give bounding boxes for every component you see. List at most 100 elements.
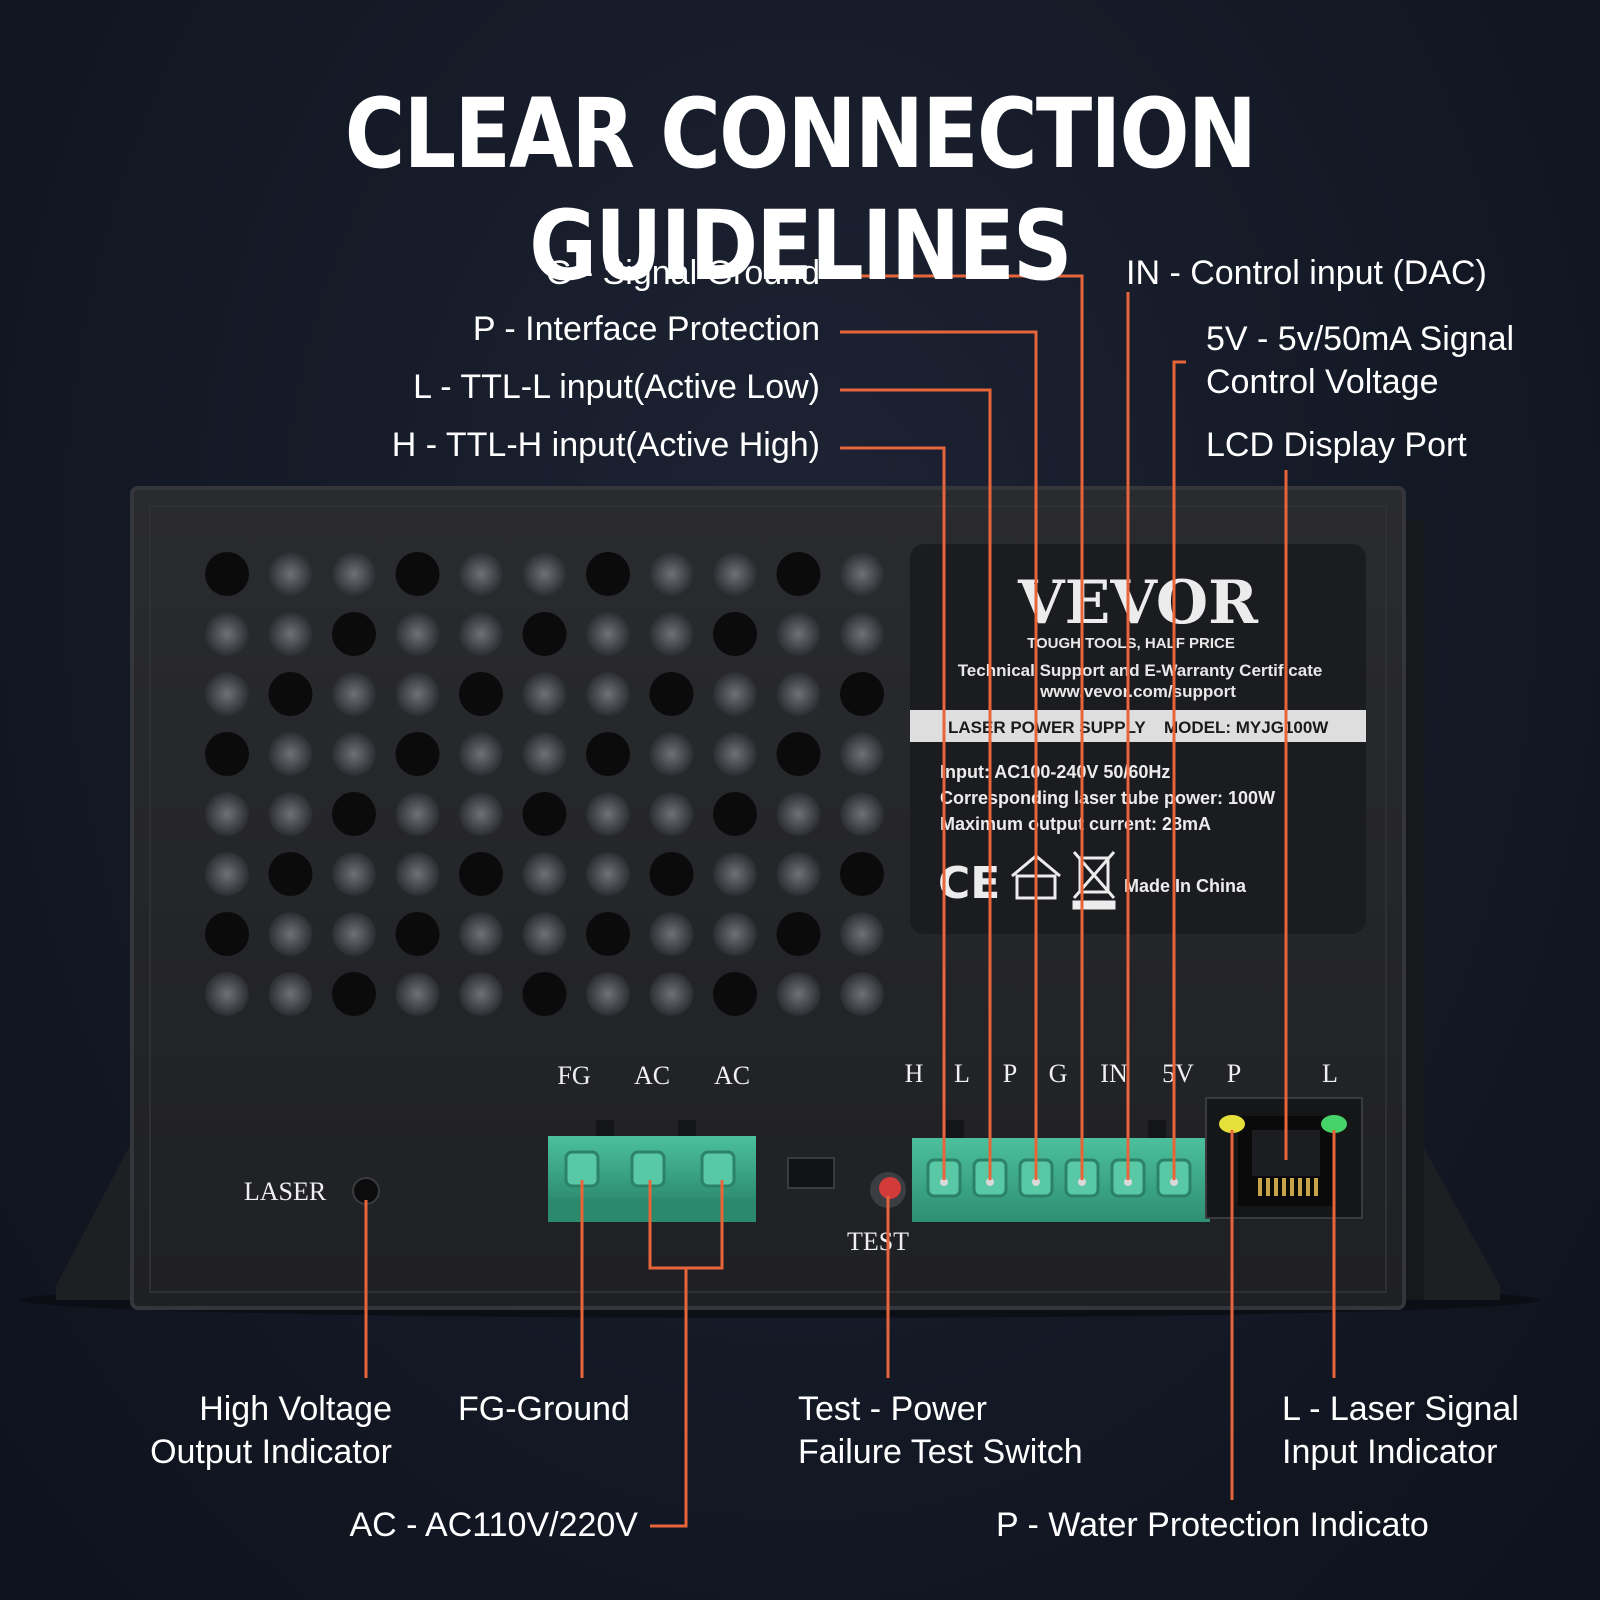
vent-hole <box>649 792 694 836</box>
label-support-url: www.vevor.com/support <box>1039 682 1236 701</box>
vent-hole <box>586 552 630 596</box>
label-tagline: TOUGH TOOLS, HALF PRICE <box>1027 635 1235 652</box>
vent-hole <box>840 972 884 1016</box>
control-terminal-label: H <box>905 1059 924 1088</box>
vent-hole <box>649 732 694 776</box>
test-button[interactable] <box>870 1172 906 1208</box>
vent-hole <box>840 792 884 836</box>
vent-hole <box>649 972 694 1016</box>
vent-hole <box>840 552 884 596</box>
vent-hole <box>522 552 567 596</box>
vent-hole <box>522 732 567 776</box>
leader-ac-out <box>650 1268 688 1528</box>
vent-hole <box>776 912 821 956</box>
vent-hole <box>840 912 884 956</box>
vent-hole <box>586 852 630 896</box>
callout-high-voltage-line2: Output Indicator <box>150 1433 392 1471</box>
vent-hole <box>649 612 694 656</box>
vent-hole <box>586 792 630 836</box>
rj45-pin <box>1306 1178 1310 1196</box>
vent-hole <box>713 552 757 596</box>
rj45-pins <box>1258 1178 1318 1196</box>
test-button-label: TEST <box>847 1227 909 1256</box>
rj45-pin <box>1298 1178 1302 1196</box>
vent-hole <box>459 972 503 1016</box>
label-model: MODEL: MYJG100W <box>1164 718 1329 737</box>
power-terminal-label: FG <box>557 1061 590 1090</box>
callout-5v-line1: 5V - 5v/50mA Signal <box>1206 320 1515 358</box>
mounting-foot-right <box>1402 1108 1500 1300</box>
vent-hole <box>522 792 567 836</box>
vent-hole <box>649 852 694 896</box>
vent-hole <box>205 612 249 656</box>
callout-high-voltage-line1: High Voltage <box>199 1390 392 1428</box>
label-max-current: Maximum output current: 28mA <box>940 814 1211 834</box>
vent-hole <box>459 792 503 836</box>
vent-hole <box>776 552 821 596</box>
power-terminal-label: AC <box>714 1061 750 1090</box>
callout-5v-signal: 5V - 5v/50mA Signal Control Voltage <box>1206 318 1514 404</box>
control-terminal-label: P <box>1003 1059 1017 1088</box>
vent-hole <box>332 972 376 1016</box>
vent-hole <box>840 672 884 716</box>
laser-indicator-label: LASER <box>244 1177 327 1206</box>
vent-hole <box>268 552 313 596</box>
product-label: VEVOR TOUGH TOOLS, HALF PRICE Technical … <box>910 544 1366 934</box>
vent-hole <box>459 732 503 776</box>
rj45-pin <box>1274 1178 1278 1196</box>
vent-hole <box>395 552 440 596</box>
vent-hole <box>205 972 249 1016</box>
callout-test-switch: Test - Power Failure Test Switch <box>798 1388 1083 1474</box>
callout-p-interface-protection: P - Interface Protection <box>472 310 820 348</box>
terminal-screw <box>1170 1178 1178 1186</box>
vent-hole <box>205 672 249 716</box>
vent-hole <box>332 732 376 776</box>
callout-fg-ground: FG-Ground <box>458 1390 630 1428</box>
leader-5v <box>1172 360 1186 1180</box>
vent-hole <box>586 912 630 956</box>
control-terminal-label: 5V <box>1162 1059 1194 1088</box>
vent-hole <box>522 612 567 656</box>
mounting-foot-left <box>56 1130 138 1300</box>
leader-p <box>840 330 1038 1180</box>
leader-g <box>840 274 1084 1180</box>
vent-hole <box>522 912 567 956</box>
callout-laser-signal-line1: L - Laser Signal <box>1282 1390 1519 1428</box>
callout-water-protection: P - Water Protection Indicato <box>996 1506 1429 1544</box>
vent-hole <box>395 792 440 836</box>
vent-hole <box>395 672 440 716</box>
ventilation-grid <box>205 552 884 1016</box>
vent-hole <box>459 852 503 896</box>
control-terminal-label: G <box>1049 1059 1068 1088</box>
vent-hole <box>395 612 440 656</box>
vent-hole <box>649 912 694 956</box>
vent-hole <box>522 972 567 1016</box>
label-model-band <box>910 710 1366 742</box>
callout-high-voltage: High Voltage Output Indicator <box>150 1388 392 1474</box>
vent-hole <box>586 612 630 656</box>
terminal-screw <box>1032 1178 1040 1186</box>
terminal-screw <box>940 1178 948 1186</box>
water-protection-led <box>1219 1115 1245 1133</box>
label-product-name: LASER POWER SUPPLY <box>948 718 1146 737</box>
vent-hole <box>395 732 440 776</box>
terminal-screw <box>1124 1178 1132 1186</box>
callout-ac-power: AC - AC110V/220V <box>349 1506 638 1544</box>
vent-hole <box>205 912 249 956</box>
vent-hole <box>268 672 313 716</box>
leader-l <box>840 388 992 1180</box>
vent-hole <box>776 972 821 1016</box>
vent-hole <box>205 732 249 776</box>
vent-hole <box>459 672 503 716</box>
vent-hole <box>459 612 503 656</box>
vent-hole <box>459 912 503 956</box>
callout-laser-signal: L - Laser Signal Input Indicator <box>1282 1388 1519 1474</box>
vent-hole <box>713 792 757 836</box>
vent-hole <box>205 852 249 896</box>
vent-hole <box>459 552 503 596</box>
chassis-inner-border <box>149 505 1387 1293</box>
vent-hole <box>840 612 884 656</box>
